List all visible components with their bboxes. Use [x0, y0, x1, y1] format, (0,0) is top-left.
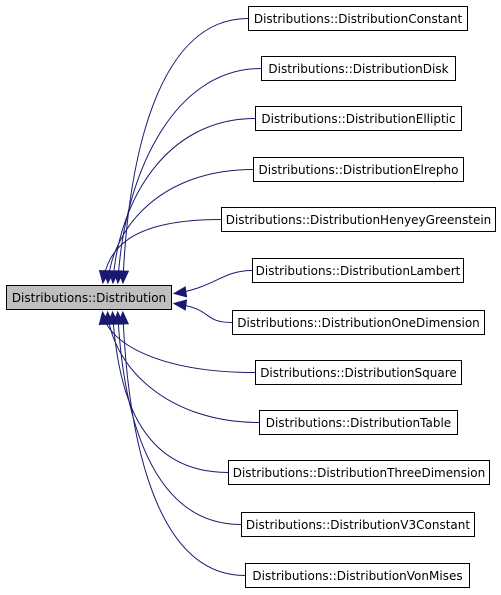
- inheritance-edge: [122, 311, 246, 576]
- derived-class-node[interactable]: Distributions::DistributionTable: [259, 410, 458, 435]
- derived-class-label: Distributions::DistributionHenyeyGreenst…: [225, 212, 492, 227]
- inheritance-arrowhead: [98, 269, 111, 285]
- derived-class-node[interactable]: Distributions::DistributionLambert: [252, 258, 464, 283]
- derived-class-node[interactable]: Distributions::DistributionV3Constant: [241, 512, 475, 537]
- derived-class-node[interactable]: Distributions::DistributionThreeDimensio…: [228, 460, 490, 485]
- derived-class-node[interactable]: Distributions::DistributionConstant: [248, 6, 468, 31]
- inheritance-edge: [112, 118, 256, 284]
- derived-class-node[interactable]: Distributions::DistributionElrepho: [253, 157, 464, 182]
- derived-class-node[interactable]: Distributions::DistributionOneDimension: [232, 310, 485, 335]
- derived-class-node[interactable]: Distributions::DistributionDisk: [261, 56, 456, 81]
- derived-class-label: Distributions::DistributionOneDimension: [237, 315, 480, 330]
- derived-class-label: Distributions::DistributionDisk: [268, 61, 449, 76]
- inheritance-edge: [117, 311, 242, 525]
- base-class-node[interactable]: Distributions::Distribution: [6, 285, 172, 310]
- derived-class-label: Distributions::DistributionSquare: [260, 365, 457, 380]
- derived-class-label: Distributions::DistributionElliptic: [261, 111, 456, 126]
- inheritance-arrowhead: [172, 299, 188, 311]
- inheritance-edge: [107, 169, 254, 284]
- inheritance-edge: [107, 311, 260, 423]
- derived-class-label: Distributions::DistributionVonMises: [252, 568, 463, 583]
- derived-class-label: Distributions::DistributionConstant: [253, 11, 463, 26]
- derived-class-label: Distributions::DistributionLambert: [255, 263, 461, 278]
- inheritance-arrowhead: [172, 286, 188, 298]
- inheritance-edge: [122, 18, 249, 284]
- inheritance-arrowhead: [117, 310, 130, 325]
- derived-class-label: Distributions::DistributionV3Constant: [245, 517, 471, 532]
- derived-class-label: Distributions::DistributionThreeDimensio…: [232, 465, 486, 480]
- derived-class-node[interactable]: Distributions::DistributionElliptic: [255, 106, 462, 131]
- derived-class-node[interactable]: Distributions::DistributionSquare: [255, 360, 462, 385]
- derived-class-node[interactable]: Distributions::DistributionVonMises: [245, 563, 470, 588]
- base-class-label: Distributions::Distribution: [11, 290, 167, 305]
- derived-class-node[interactable]: Distributions::DistributionHenyeyGreenst…: [221, 207, 496, 232]
- inheritance-edge: [117, 68, 262, 284]
- inheritance-edge: [112, 311, 229, 473]
- derived-class-label: Distributions::DistributionTable: [265, 415, 452, 430]
- derived-class-label: Distributions::DistributionElrepho: [258, 162, 459, 177]
